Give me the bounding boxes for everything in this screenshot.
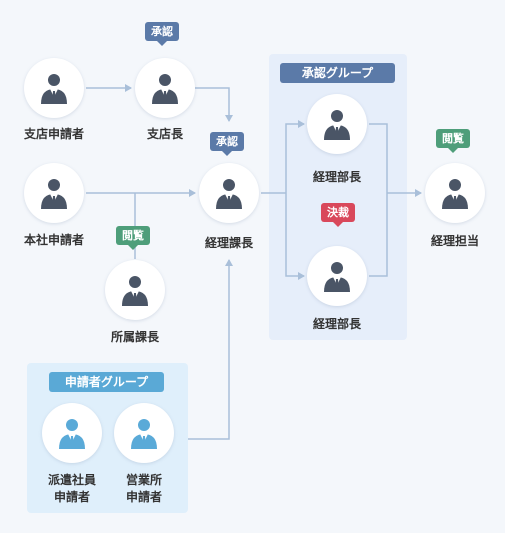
label-sales-office-line1: 営業所 bbox=[125, 473, 162, 487]
line-split-to-director-2 bbox=[285, 193, 305, 280]
node-temp-staff-applicant bbox=[42, 403, 102, 463]
node-branch-applicant bbox=[24, 58, 84, 118]
label-hq-applicant: 本社申請者 bbox=[23, 233, 84, 247]
person-icon bbox=[131, 419, 157, 449]
person-icon bbox=[152, 74, 178, 104]
node-dept-manager bbox=[105, 260, 165, 320]
label-temp-staff-applicant: 派遣社員 申請者 bbox=[17, 472, 127, 506]
label-branch-manager: 支店長 bbox=[146, 127, 183, 141]
line-applicant-group-to-section-chief bbox=[188, 259, 233, 440]
applicant-group-title: 申請者グループ bbox=[49, 372, 164, 392]
label-sales-office-line2: 申請者 bbox=[125, 490, 162, 504]
node-accounting-director-1 bbox=[307, 94, 367, 154]
person-icon bbox=[216, 179, 242, 209]
label-accounting-director-1: 経理部長 bbox=[312, 170, 361, 184]
label-accounting-staff: 経理担当 bbox=[430, 234, 479, 248]
line-split-to-director-1 bbox=[285, 120, 305, 193]
person-icon bbox=[41, 74, 67, 104]
badge-view-staff: 閲覧 bbox=[436, 129, 470, 153]
line-branch-manager-to-section-chief bbox=[195, 87, 233, 122]
approval-group-title: 承認グループ bbox=[280, 63, 395, 83]
label-temp-staff-line2: 申請者 bbox=[53, 490, 90, 504]
node-sales-office-applicant bbox=[114, 403, 174, 463]
line-director-1-to-merge bbox=[369, 123, 388, 277]
label-sales-office-applicant: 営業所 申請者 bbox=[89, 472, 199, 506]
badge-approve-section: 承認 bbox=[210, 132, 244, 156]
node-hq-applicant bbox=[24, 163, 84, 223]
node-branch-manager bbox=[135, 58, 195, 118]
person-icon bbox=[324, 262, 350, 292]
label-dept-manager: 所属課長 bbox=[110, 330, 159, 344]
node-accounting-staff bbox=[425, 163, 485, 223]
person-icon bbox=[122, 276, 148, 306]
label-branch-applicant: 支店申請者 bbox=[23, 127, 84, 141]
badge-approve-branch: 承認 bbox=[145, 22, 179, 46]
person-icon bbox=[59, 419, 85, 449]
node-accounting-section-chief bbox=[199, 163, 259, 223]
person-icon bbox=[324, 110, 350, 140]
badge-view-dept: 閲覧 bbox=[116, 226, 150, 250]
person-icon bbox=[41, 179, 67, 209]
label-temp-staff-line1: 派遣社員 bbox=[47, 473, 96, 487]
label-accounting-director-2: 経理部長 bbox=[312, 317, 361, 331]
person-icon bbox=[442, 179, 468, 209]
node-accounting-director-2 bbox=[307, 246, 367, 306]
label-accounting-section-chief: 経理課長 bbox=[204, 236, 253, 250]
badge-decide: 決裁 bbox=[321, 203, 355, 227]
